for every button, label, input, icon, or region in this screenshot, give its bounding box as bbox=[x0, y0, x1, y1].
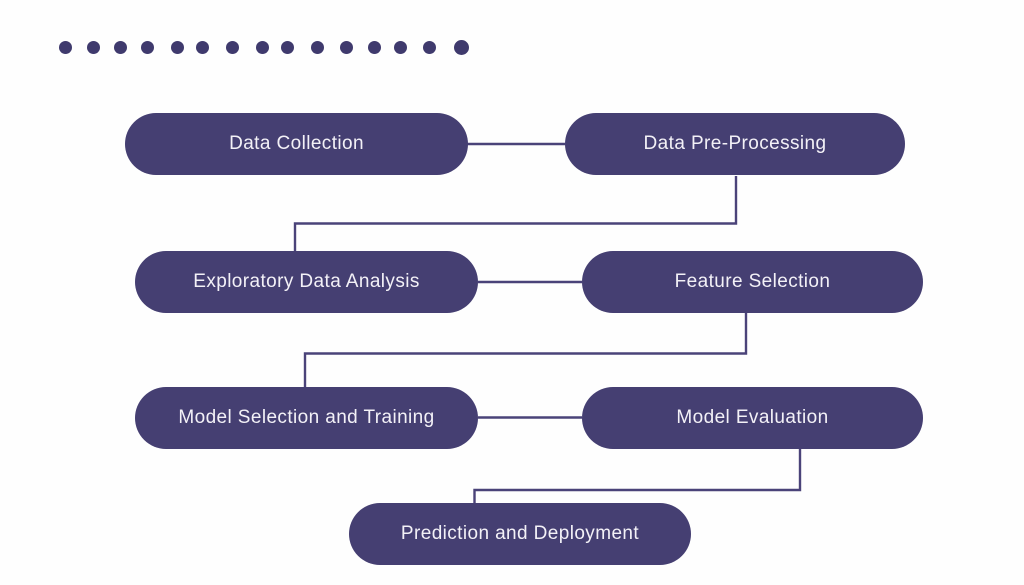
dot bbox=[453, 39, 469, 55]
node-label: Data Collection bbox=[229, 133, 364, 154]
dot bbox=[422, 40, 436, 54]
node-data-pre-processing: Data Pre-Processing bbox=[565, 113, 905, 175]
dot bbox=[86, 40, 100, 54]
edge-data-pre-processing-to-exploratory-data-analysis bbox=[293, 176, 738, 251]
node-label: Prediction and Deployment bbox=[400, 523, 640, 544]
edge-feature-selection-to-model-selection-and-training bbox=[303, 312, 748, 387]
node-label: Model Evaluation bbox=[676, 407, 829, 428]
node-label: Model Selection and Training bbox=[178, 407, 435, 428]
dot bbox=[58, 40, 72, 54]
dot bbox=[339, 40, 353, 54]
dot bbox=[393, 40, 407, 54]
dot bbox=[367, 40, 381, 54]
dot bbox=[195, 40, 209, 54]
dot bbox=[280, 40, 294, 54]
dot-row bbox=[0, 0, 1024, 70]
node-label: Exploratory Data Analysis bbox=[193, 271, 420, 292]
edge-model-evaluation-to-prediction-and-deployment bbox=[473, 448, 802, 503]
dot bbox=[310, 40, 324, 54]
node-feature-selection: Feature Selection bbox=[582, 251, 923, 313]
node-label: Feature Selection bbox=[674, 271, 831, 292]
node-model-selection-and-training: Model Selection and Training bbox=[135, 387, 478, 449]
node-model-evaluation: Model Evaluation bbox=[582, 387, 923, 449]
node-exploratory-data-analysis: Exploratory Data Analysis bbox=[135, 251, 478, 313]
dot bbox=[113, 40, 127, 54]
node-data-collection: Data Collection bbox=[125, 113, 468, 175]
dot bbox=[225, 40, 239, 54]
node-prediction-and-deployment: Prediction and Deployment bbox=[349, 503, 691, 565]
node-label: Data Pre-Processing bbox=[643, 133, 827, 154]
dot bbox=[255, 40, 269, 54]
dot bbox=[170, 40, 184, 54]
dot bbox=[140, 40, 154, 54]
